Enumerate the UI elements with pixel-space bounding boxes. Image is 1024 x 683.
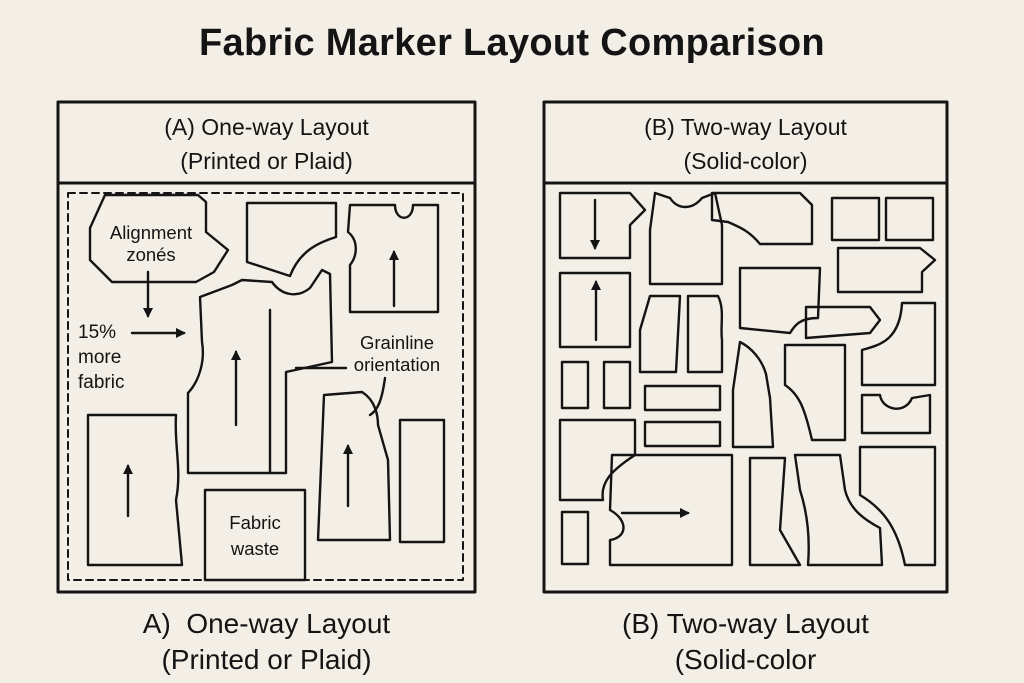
grainline-label-line2: orientation — [353, 354, 441, 375]
grainline-label-line1: Grainline — [359, 332, 435, 353]
panel-b-caption-line2: (Solid-color — [674, 644, 817, 675]
percent-label-line3: fabric — [78, 372, 125, 393]
alignment-zones-label: Alignment zonés — [92, 222, 210, 266]
panel-a-caption: A) One-way Layout (Printed or Plaid) — [58, 606, 475, 678]
panel-b-header: (B) Two-way Layout (Solid-color) — [544, 110, 947, 178]
alignment-label-line1: Alignment — [109, 222, 193, 243]
panel-a-pieces — [86, 193, 446, 582]
panel-a-grainlines — [123, 250, 399, 518]
diagram-title: Fabric Marker Layout Comparison — [199, 22, 825, 64]
panel-a-caption-line1: A) One-way Layout — [142, 608, 391, 639]
panel-b-caption-line1: (B) Two-way Layout — [622, 608, 869, 639]
piece-alignment-zone — [88, 193, 230, 284]
fabric-percent-label: 15% more fabric — [78, 320, 158, 395]
piece-sleeve-notched — [346, 203, 440, 314]
panel-a-header-line1: (A) One-way Layout — [164, 114, 369, 140]
panel-b-caption: (B) Two-way Layout (Solid-color — [544, 606, 947, 678]
percent-label-line2: more — [78, 347, 122, 368]
panel-a-frame — [56, 100, 477, 594]
grainline-orientation-label: Grainline orientation — [338, 332, 456, 376]
piece-narrow-strip — [398, 418, 446, 544]
piece-trouser-leg — [316, 390, 392, 542]
waste-label-line1: Fabric — [229, 512, 281, 533]
panel-b-pieces — [558, 191, 937, 567]
fabric-waste-area — [203, 488, 307, 582]
fabric-waste-label: Fabric waste — [205, 510, 305, 562]
panel-b-header-line1: (B) Two-way Layout — [644, 114, 847, 140]
panel-b-header-line2: (Solid-color) — [683, 148, 808, 174]
piece-yoke — [245, 201, 338, 278]
panel-a-header: (A) One-way Layout (Printed or Plaid) — [58, 110, 475, 178]
waste-label-line2: waste — [230, 538, 280, 559]
percent-label-line1: 15% — [78, 322, 117, 343]
piece-lower-left — [86, 413, 184, 567]
panel-a-header-line2: (Printed or Plaid) — [180, 148, 353, 174]
panel-a-caption-line2: (Printed or Plaid) — [161, 644, 372, 675]
panel-b-frame — [542, 100, 949, 594]
grainline-leader-2 — [368, 376, 387, 417]
piece-front-bodice — [186, 268, 334, 475]
alignment-label-line2: zonés — [126, 244, 176, 265]
